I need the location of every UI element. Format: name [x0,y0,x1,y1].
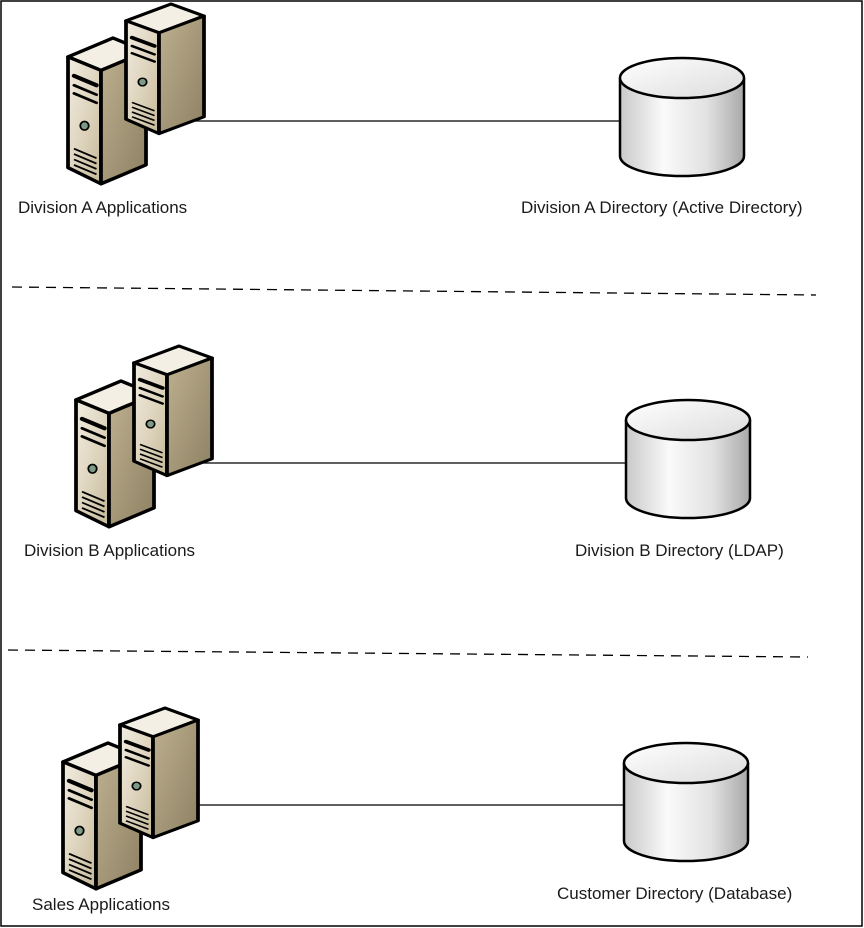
database-cylinder-icon [618,56,746,178]
applications-label: Division A Applications [18,198,187,217]
section-sales: Sales Applications Customer Directory (D… [32,708,792,914]
section-division-b: Division B Applications Division B Direc… [24,346,784,560]
section-divider [11,286,817,296]
applications-label: Division B Applications [24,541,195,560]
server-pair-icon-back [126,4,204,134]
database-cylinder-icon [624,398,752,520]
section-divider [7,649,809,658]
database-cylinder-icon [622,741,750,863]
directory-label: Division A Directory (Active Directory) [521,198,803,217]
applications-label: Sales Applications [32,895,170,914]
directory-label: Division B Directory (LDAP) [575,541,784,560]
directory-label: Customer Directory (Database) [557,884,792,903]
section-division-a: Division A Applications Division A Direc… [18,4,803,217]
server-pair-icon-back [120,708,198,838]
server-pair-icon-back [134,346,212,476]
